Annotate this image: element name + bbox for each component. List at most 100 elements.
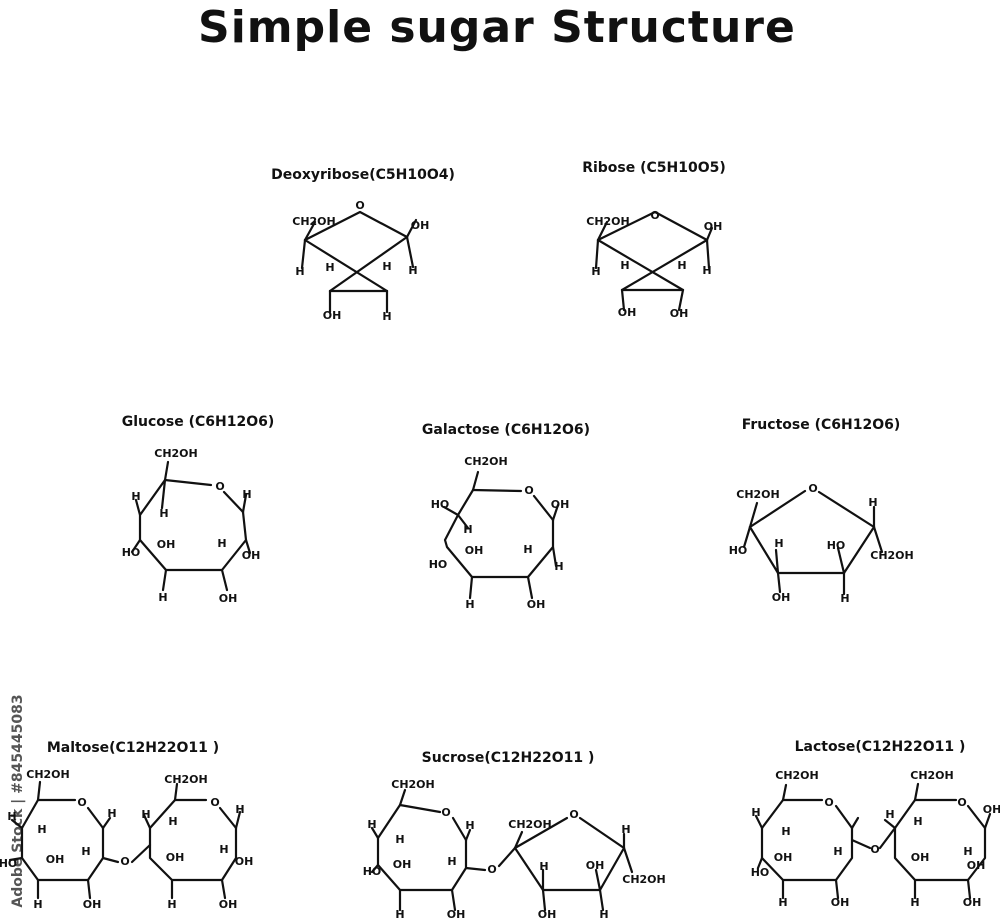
atom-label-ch2oh: CH2OH — [910, 769, 954, 782]
atom-label-h: H — [591, 265, 600, 278]
atom-label-h: H — [778, 896, 787, 909]
atom-label-o: O — [524, 484, 533, 497]
bond-line — [776, 571, 782, 594]
atom-label-oh: OH — [967, 859, 986, 872]
atom-label-h: H — [781, 825, 790, 838]
sugar-name-deoxyribose: Deoxyribose(C5H10O4) — [271, 167, 455, 183]
bond-line — [442, 505, 460, 517]
bond-line — [303, 220, 317, 242]
bond-line — [130, 538, 142, 554]
bond-line — [328, 235, 409, 293]
bond-line — [705, 238, 711, 270]
bond-line — [748, 501, 759, 529]
atom-label-ch2oh: CH2OH — [154, 447, 198, 460]
atom-label-h: H — [677, 259, 686, 272]
atom-label-ch2oh: CH2OH — [164, 773, 208, 786]
atom-label-oh: OH — [219, 898, 238, 911]
bond-line — [450, 888, 457, 912]
bond-line — [451, 816, 468, 842]
atom-label-oh: OH — [323, 309, 342, 322]
atom-label-ho: HO — [122, 546, 141, 559]
bond-line — [464, 828, 472, 842]
bond-line — [398, 788, 407, 807]
atom-label-oh: OH — [242, 549, 261, 562]
bond-line — [456, 513, 470, 530]
bond-line — [303, 238, 389, 293]
atom-label-oh: OH — [551, 498, 570, 511]
atom-label-oh: OH — [911, 851, 930, 864]
atom-label-ho: HO — [431, 498, 450, 511]
atom-label-h: H — [620, 259, 629, 272]
bond-line — [405, 235, 415, 269]
bond-line — [218, 806, 238, 830]
atom-label-h: H — [33, 898, 42, 911]
bond-line — [405, 218, 418, 239]
atom-label-ho: HO — [729, 544, 748, 557]
atom-label-h: H — [523, 543, 532, 556]
atom-label-h: H — [382, 260, 391, 273]
bond-line — [620, 288, 626, 312]
atom-label-o: O — [487, 863, 496, 876]
bond-line — [596, 238, 685, 292]
bond-line — [748, 489, 807, 529]
bond-line — [742, 525, 752, 549]
bond-line — [850, 816, 860, 830]
atom-label-oh: OH — [983, 803, 1000, 816]
atom-label-oh: OH — [235, 855, 254, 868]
atom-label-o: O — [77, 796, 86, 809]
atom-label-h: H — [141, 808, 150, 821]
atom-label-o: O — [441, 806, 450, 819]
sugar-name-ribose: Ribose (C5H10O5) — [582, 160, 726, 176]
atom-label-h: H — [167, 898, 176, 911]
atom-label-ch2oh: CH2OH — [464, 455, 508, 468]
ring-bonds — [513, 846, 626, 892]
bond-line — [160, 478, 167, 510]
atom-label-h: H — [447, 855, 456, 868]
atom-label-ho: HO — [363, 865, 382, 878]
bond-line — [300, 238, 307, 270]
bond-line — [142, 813, 152, 830]
atom-label-h: H — [885, 808, 894, 821]
atom-label-h: H — [219, 843, 228, 856]
ring-bonds — [398, 803, 442, 814]
bond-line — [774, 548, 780, 575]
ring-bonds — [760, 798, 854, 882]
atom-label-h: H — [7, 810, 16, 823]
atom-label-ch2oh: CH2OH — [26, 768, 70, 781]
atom-label-h: H — [235, 803, 244, 816]
bond-line — [8, 856, 24, 862]
atom-label-h: H — [539, 860, 548, 873]
atom-label-oh: OH — [772, 591, 791, 604]
bond-line — [966, 878, 972, 900]
atom-label-o: O — [569, 808, 578, 821]
atom-label-h: H — [774, 537, 783, 550]
bond-line — [36, 780, 42, 802]
bond-line — [551, 545, 558, 568]
atom-label-h: H — [131, 490, 140, 503]
atom-label-oh: OH — [465, 544, 484, 557]
ring-bonds — [443, 488, 555, 579]
bond-line — [222, 490, 245, 514]
atom-label-h: H — [81, 845, 90, 858]
page-title: Simple sugar Structure — [198, 2, 796, 53]
bond-line — [983, 812, 992, 830]
bond-line — [163, 460, 170, 482]
atom-label-oh: OH — [83, 898, 102, 911]
atom-label-h: H — [408, 264, 417, 277]
bond-line — [705, 226, 714, 242]
ring-bonds — [596, 210, 709, 242]
bond-line — [163, 478, 213, 487]
bond-line — [468, 575, 474, 600]
atom-label-o: O — [957, 796, 966, 809]
atom-label-h: H — [833, 845, 842, 858]
bond-line — [471, 470, 480, 492]
bond-line — [850, 838, 872, 850]
atom-label-h: H — [107, 807, 116, 820]
atom-label-h: H — [382, 310, 391, 323]
sugar-name-maltose: Maltose(C12H22O11 ) — [47, 740, 219, 756]
atom-label-o: O — [650, 209, 659, 222]
